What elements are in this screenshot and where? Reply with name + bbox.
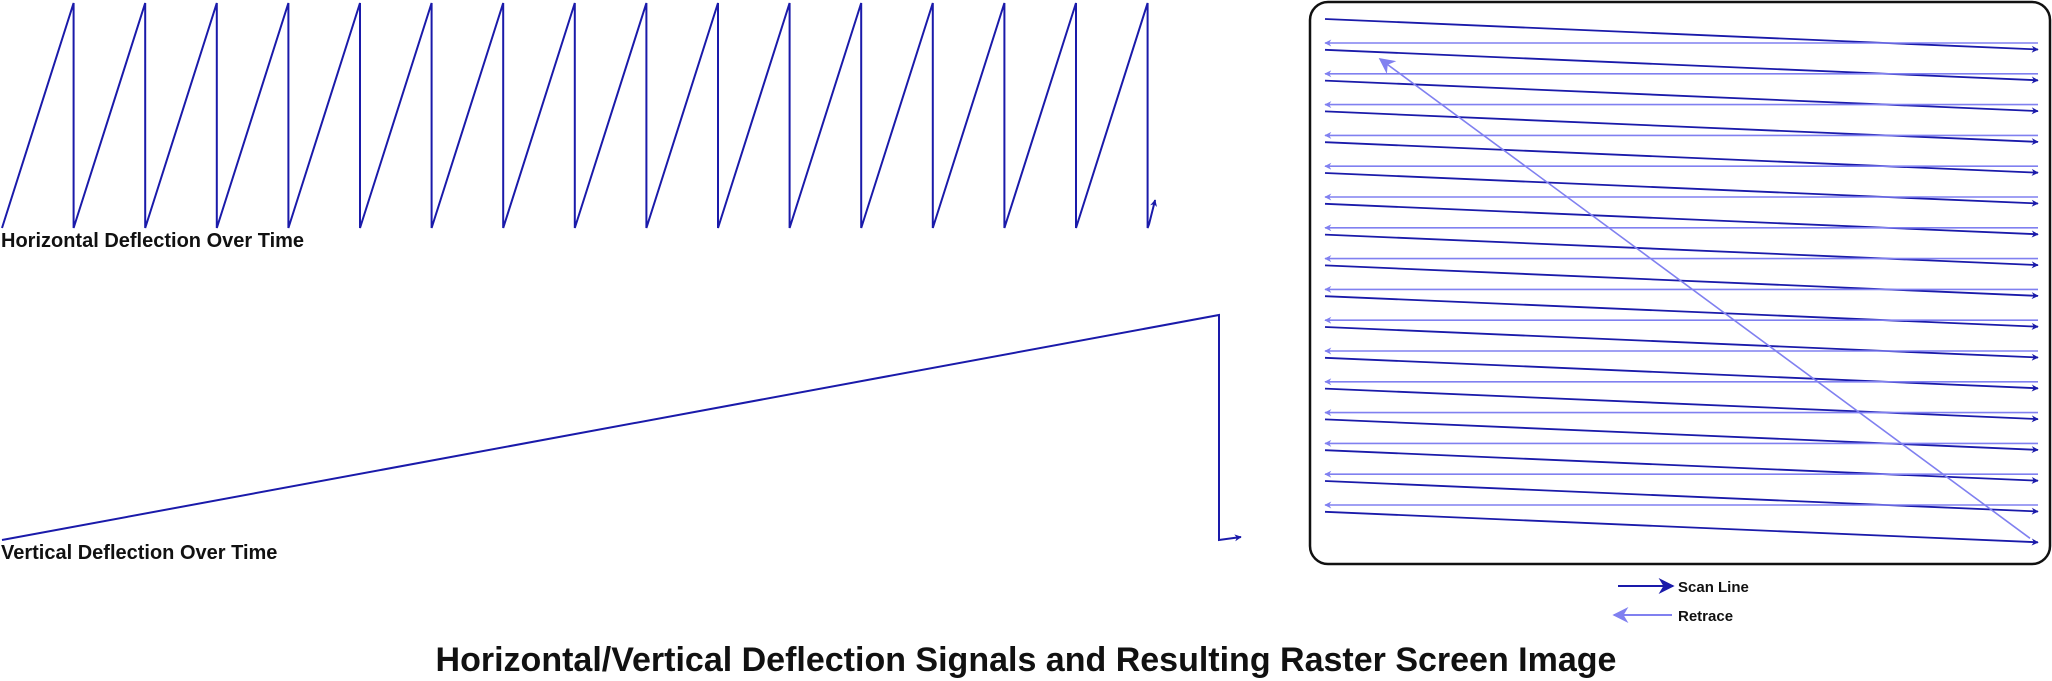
screen-frame <box>1308 0 2052 566</box>
scan-line <box>1324 110 2039 146</box>
horizontal-deflection-label: Horizontal Deflection Over Time <box>1 230 304 252</box>
vertical-deflection-signal: Vertical Deflection Over Time <box>1 313 1242 564</box>
scan-line <box>1324 233 2039 269</box>
vertical-ramp-wave <box>1 313 1242 542</box>
vertical-retrace-line <box>1378 58 2031 539</box>
legend-scan-line-label: Scan Line <box>1678 579 1749 596</box>
scan-line <box>1324 326 2039 361</box>
raster-screen <box>1308 0 2052 566</box>
scan-line <box>1324 172 2039 207</box>
scan-line <box>1324 387 2039 423</box>
scan-line <box>1324 79 2039 115</box>
scan-line <box>1324 356 2039 392</box>
scan-line <box>1324 202 2039 238</box>
legend: Scan Line Retrace <box>1612 578 1749 625</box>
scan-line <box>1324 18 2039 53</box>
scan-line <box>1324 480 2039 515</box>
scan-line <box>1324 48 2039 84</box>
scan-line <box>1324 141 2039 176</box>
legend-retrace-label: Retrace <box>1678 608 1733 625</box>
scan-line <box>1324 418 2039 454</box>
vertical-deflection-label: Vertical Deflection Over Time <box>1 542 277 564</box>
horizontal-deflection-signal: Horizontal Deflection Over Time <box>1 2 1157 252</box>
scan-line <box>1324 510 2039 546</box>
raster-lines <box>1324 18 2039 546</box>
horizontal-sawtooth-wave <box>1 2 1157 229</box>
figure-title: Horizontal/Vertical Deflection Signals a… <box>436 641 1617 679</box>
scan-line <box>1324 449 2039 484</box>
scan-line <box>1324 295 2039 330</box>
